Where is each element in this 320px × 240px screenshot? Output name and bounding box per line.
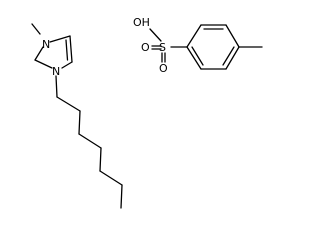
ring-inner-bond-left: [191, 46, 204, 66]
octyl-bond-7: [120, 184, 123, 209]
octyl-bond-6: [99, 170, 123, 186]
octyl-bond-2: [56, 96, 81, 112]
ring-inner-bond-right: [222, 46, 235, 66]
ring-bond-1: [186, 24, 202, 48]
sulfur-atom-label: S: [159, 41, 166, 54]
s-oh-bond: [149, 28, 162, 42]
octyl-bond-5: [99, 147, 102, 172]
ring-bond-4: [225, 46, 240, 70]
ring-bond-n1-c5: [49, 35, 71, 43]
octyl-bond-3: [78, 110, 81, 135]
p-toluenesulfonic-acid: OH S O O: [133, 16, 263, 75]
ring-bond-c5-c4: [69, 35, 73, 63]
chemical-structure-canvas: N N OH S O O: [31, 16, 263, 209]
ring-bond-c2-n1: [34, 46, 44, 61]
n-methyl-atom-label: N: [42, 38, 50, 51]
n-octyl-atom-label: N: [52, 65, 60, 78]
methyl-bond: [31, 23, 41, 35]
ring-bond-c5-c4-double: [65, 39, 69, 61]
ring-bond-3: [225, 24, 240, 48]
ring-bond-n3-c2: [34, 59, 53, 69]
hydroxyl-atom-label: OH: [133, 16, 150, 29]
oxo-oxygen-bottom-label: O: [159, 62, 168, 75]
oxo-oxygen-left-label: O: [141, 41, 150, 54]
imidazoline-cation: N N: [31, 23, 123, 209]
ring-bond-c4-n3: [61, 61, 73, 69]
octyl-bond-4: [78, 133, 102, 149]
octyl-bond-1: [55, 75, 58, 98]
ring-bond-6: [186, 46, 202, 70]
